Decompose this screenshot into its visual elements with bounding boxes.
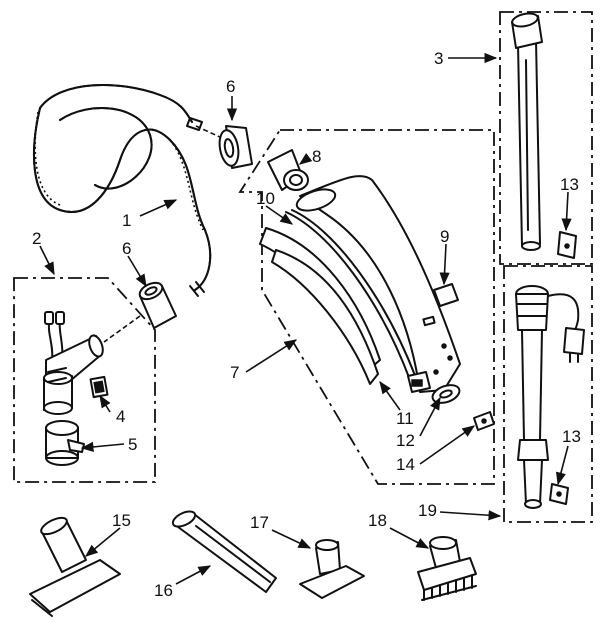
label-part-6-bottom: 6 bbox=[122, 239, 131, 258]
clip-part-9 bbox=[433, 283, 459, 307]
label-part-12: 12 bbox=[396, 431, 415, 450]
label-part-5: 5 bbox=[128, 435, 137, 454]
dusting-brush-part-18 bbox=[417, 536, 477, 601]
group-box-3 bbox=[499, 11, 593, 265]
clip-part-4 bbox=[89, 375, 109, 399]
part-labels: 1 2 3 4 5 6 6 7 8 9 10 11 12 13 13 14 15… bbox=[32, 49, 581, 600]
label-part-8: 8 bbox=[312, 147, 321, 166]
label-part-13-upper: 13 bbox=[560, 175, 579, 194]
handle-inner-parts bbox=[259, 209, 431, 393]
swivel-assembly bbox=[43, 311, 104, 415]
label-part-18: 18 bbox=[368, 511, 387, 530]
label-part-11: 11 bbox=[396, 409, 414, 428]
collar-part-5 bbox=[45, 420, 85, 466]
label-part-17: 17 bbox=[250, 513, 269, 532]
label-part-4: 4 bbox=[116, 407, 125, 426]
group-box-2 bbox=[13, 277, 156, 483]
label-part-1: 1 bbox=[122, 211, 131, 230]
upholstery-tool-part-17 bbox=[299, 539, 365, 599]
clip-part-14 bbox=[473, 411, 495, 431]
label-part-14: 14 bbox=[396, 455, 415, 474]
group-box-7 bbox=[238, 129, 495, 485]
crevice-tool-part-16 bbox=[171, 510, 277, 593]
group-box-19 bbox=[503, 265, 593, 523]
label-part-6-top: 6 bbox=[226, 77, 235, 96]
label-part-9: 9 bbox=[440, 227, 449, 246]
label-part-19: 19 bbox=[418, 501, 437, 520]
hose-cuff-top bbox=[195, 125, 253, 169]
hose-cuff-bottom bbox=[103, 281, 177, 343]
label-part-7: 7 bbox=[230, 363, 239, 382]
label-part-13-lower: 13 bbox=[562, 427, 581, 446]
label-part-16: 16 bbox=[154, 581, 173, 600]
coiled-hose bbox=[33, 84, 212, 297]
upper-wand bbox=[511, 12, 577, 259]
lower-wand bbox=[515, 285, 585, 509]
handle-grip-part-8 bbox=[267, 149, 309, 191]
label-part-3: 3 bbox=[434, 49, 443, 68]
leader-lines bbox=[39, 52, 572, 585]
label-part-10: 10 bbox=[256, 189, 275, 208]
label-part-15: 15 bbox=[112, 511, 131, 530]
handle-shell bbox=[295, 175, 461, 393]
label-part-2: 2 bbox=[32, 229, 41, 248]
floor-tool-part-15 bbox=[29, 516, 121, 617]
